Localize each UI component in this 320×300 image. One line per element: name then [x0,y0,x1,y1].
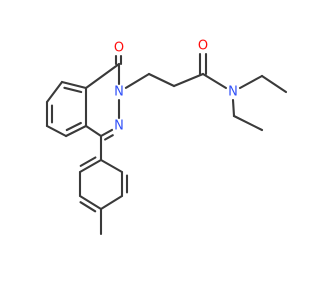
atom-n-ring-2: N [112,119,126,134]
bond-c4a-c5-inner [65,121,82,132]
atom-n-amide: N [226,85,240,100]
atom-o-amide: O [196,39,210,54]
bond-et1a-et1b [260,74,288,94]
bond-et2a-et2b [232,114,264,132]
atom-n-ring-1: N [112,85,126,100]
bond-t3-t4-inner [79,201,97,213]
bond-t6-t1 [99,158,124,174]
bond-c8-c8a [60,80,88,90]
bond-c8a-c1 [84,62,121,90]
molecule-structure: O O N N N [45,39,288,236]
bond-ch2a-ch2b [147,72,176,88]
bond-n2-ch2a [124,72,151,89]
bond-c7-c8 [45,80,64,104]
atom-n-ring-2-label: N [114,119,124,134]
bond-t1-t2 [78,158,103,174]
atom-o-amide-label: O [198,39,208,54]
bond-n-ethyl2 [231,98,236,118]
bond-t3-t4 [78,194,103,211]
bond-ch2b-co [172,72,205,88]
atom-o-ring: O [112,41,126,56]
bond-n3-c4 [99,128,114,138]
bond-c4-c4a [84,124,103,138]
bond-c4a-c5 [64,124,88,138]
bond-layer [45,52,288,236]
atom-o-ring-label: O [114,41,124,56]
atom-n-ring-1-label: N [114,85,124,100]
bond-co-n-amide [201,72,228,90]
bond-n-ethyl1 [238,74,264,90]
atom-label-layer: O O N N N [112,39,240,134]
bond-t4-t5 [99,194,124,211]
bond-t1-t2-inner [79,156,97,167]
bond-c8-c8a-inner [63,86,83,94]
atom-n-amide-label: N [228,85,238,100]
bond-n3-c4-inner [104,134,114,141]
bond-c5-c6 [45,124,68,138]
